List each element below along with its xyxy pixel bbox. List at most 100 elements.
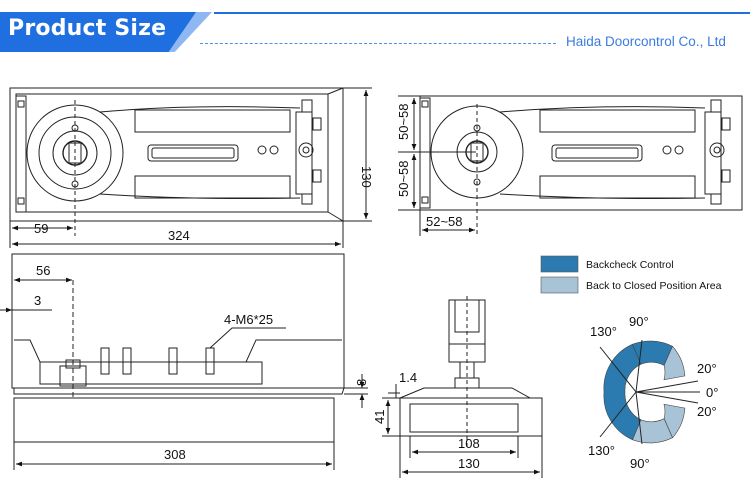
angle-90-top: 90° — [629, 314, 649, 329]
end-cover-body — [399, 397, 543, 437]
valve-screw-2 — [269, 145, 279, 155]
end-cover-top — [399, 387, 532, 399]
top-right-dimensions — [398, 95, 476, 236]
dim-3: 3 — [34, 293, 41, 308]
adjust-slot — [147, 144, 239, 162]
end-cap-tab-bottom-2 — [710, 193, 722, 205]
dim-56: 56 — [36, 263, 50, 278]
angle-130-bottom: 130° — [588, 443, 615, 458]
end-view — [399, 296, 543, 448]
outer-cover-outline — [9, 87, 344, 222]
left-end-screw-top — [17, 100, 25, 108]
end-cap-tab-top — [301, 99, 313, 113]
end-valve-2 — [709, 142, 725, 158]
dim-upper-50-58: 50~58 — [396, 103, 411, 140]
end-valve-core — [302, 146, 310, 154]
left-end-screw-bottom — [17, 197, 25, 205]
cover-bevel — [327, 87, 344, 222]
top-plan-view-adjustable — [419, 95, 743, 236]
ray-20-top — [635, 380, 699, 393]
side-body-lower — [39, 361, 263, 385]
body-contour-2 — [499, 106, 706, 199]
header-rule — [214, 12, 750, 14]
angle-20-bottom: 20° — [697, 404, 717, 419]
backcheck-sector-left — [603, 343, 642, 441]
screw-leader — [209, 327, 286, 349]
valve-screw-3 — [662, 145, 672, 155]
dim-8: 8 — [354, 379, 369, 386]
end-cap-tab-top-2 — [710, 99, 722, 113]
end-valve — [298, 142, 314, 158]
side-screw-4 — [205, 347, 215, 375]
left-end-screw-top-2 — [421, 100, 429, 108]
dim-324: 324 — [168, 228, 190, 243]
ray-130-top — [599, 346, 637, 393]
opening-angle-diagram: 130° 90° 20° 0° 20° 130° 90° — [588, 314, 718, 471]
side-view-dimensions — [0, 254, 368, 470]
dim-130: 130 — [359, 166, 374, 188]
body-outline-2 — [419, 95, 743, 211]
page-title: Product Size — [8, 16, 167, 41]
angle-90-bottom: 90° — [630, 456, 650, 471]
adjust-slot-inner-2 — [555, 147, 639, 159]
legend: Backcheck Control Back to Closed Positio… — [540, 255, 722, 294]
end-view-dimensions — [382, 384, 543, 478]
end-block-3 — [721, 117, 731, 131]
lower-rib — [134, 175, 291, 199]
dim-41: 41 — [372, 410, 387, 424]
upper-rib — [134, 109, 291, 133]
end-block-1 — [312, 117, 322, 131]
dim-108: 108 — [458, 436, 480, 451]
side-cover-outline — [11, 253, 345, 389]
dim-lower-50-58: 50~58 — [396, 160, 411, 197]
upper-rib-2 — [539, 109, 696, 133]
dim-59: 59 — [34, 221, 48, 236]
adjust-slot-inner — [151, 147, 235, 159]
body-contour — [99, 106, 301, 199]
angle-0: 0° — [706, 385, 718, 400]
angle-20-top: 20° — [697, 361, 717, 376]
screw-spec: 4-M6*25 — [224, 312, 273, 327]
dim-130-end: 130 — [458, 456, 480, 471]
left-end-plate-2 — [419, 97, 431, 209]
legend-swatch-backcheck — [540, 255, 579, 273]
valve-screw-4 — [674, 145, 684, 155]
ray-130-bottom — [599, 391, 637, 438]
legend-label-back-to-closed: Back to Closed Position Area — [586, 280, 722, 292]
end-body — [409, 403, 519, 433]
side-cover-bottom — [13, 387, 345, 395]
side-body-profile — [14, 339, 342, 363]
top-plan-view — [9, 87, 344, 236]
closing-sector-upper — [663, 345, 686, 381]
lower-rib-2 — [539, 175, 696, 199]
angle-130-top: 130° — [590, 324, 617, 339]
left-end-plate — [15, 95, 27, 213]
left-end-screw-bottom-2 — [421, 196, 429, 204]
legend-label-backcheck: Backcheck Control — [586, 259, 674, 271]
header-dotted-rule — [200, 43, 556, 44]
end-cap-tab-bottom — [301, 193, 313, 205]
end-cap — [295, 111, 313, 195]
legend-swatch-back-to-closed — [540, 276, 579, 294]
dim-308: 308 — [164, 447, 186, 462]
ray-90-top — [635, 339, 643, 393]
title-banner — [0, 12, 196, 52]
side-view — [11, 253, 345, 443]
end-block-4 — [721, 169, 731, 183]
side-screw-1 — [100, 347, 110, 375]
dim-1-4: 1.4 — [399, 370, 417, 385]
end-block-2 — [312, 169, 322, 183]
side-screw-3 — [168, 347, 178, 375]
side-base-plate — [13, 397, 335, 443]
side-screw-2 — [122, 347, 132, 375]
company-name: Haida Doorcontrol Co., Ltd — [566, 34, 726, 49]
dim-52-58: 52~58 — [426, 214, 463, 229]
ray-20-bottom — [635, 391, 699, 404]
end-valve-core-2 — [713, 146, 721, 154]
angle-rays — [599, 339, 700, 445]
adjust-slot-2 — [551, 144, 643, 162]
ray-90-bottom — [635, 391, 643, 445]
header: Product Size Haida Doorcontrol Co., Ltd — [0, 0, 750, 64]
valve-screw-1 — [257, 145, 267, 155]
